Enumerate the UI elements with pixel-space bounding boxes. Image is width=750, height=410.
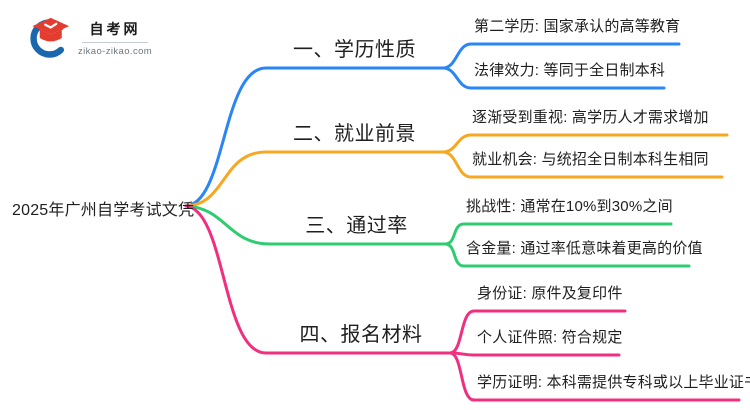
branch-3-child-2-curve [443, 242, 691, 268]
leaf-node-3-1: 挑战性: 通常在10%到30%之间 [466, 198, 673, 215]
site-logo: 自考网 zikao-zikao.com [26, 16, 152, 60]
logo-divider [82, 42, 149, 43]
leaf-node-4-3: 学历证明: 本科需提供专科或以上毕业证书 [477, 374, 750, 391]
root-node: 2025年广州自学考试文凭 [12, 202, 195, 219]
leaf-node-1-1: 第二学历: 国家承认的高等教育 [474, 18, 681, 35]
branch-node-3: 三、通过率 [305, 215, 408, 237]
logo-domain: zikao-zikao.com [78, 46, 153, 57]
leaf-node-2-2: 就业机会: 与统招全日制本科生相同 [472, 151, 709, 168]
leaf-node-4-2: 个人证件照: 符合规定 [477, 329, 623, 346]
branch-2-child-2-curve [441, 150, 724, 179]
branch-node-4: 四、报名材料 [299, 324, 423, 346]
branch-2-curve [184, 150, 445, 208]
leaf-node-2-1: 逐渐受到重视: 高学历人才需求增加 [472, 109, 709, 126]
branch-3-curve [184, 204, 447, 246]
branch-1-child-2-curve [441, 66, 666, 90]
logo-title: 自考网 [89, 21, 141, 37]
branch-4-child-1-curve [448, 309, 627, 355]
leaf-node-1-2: 法律效力: 等同于全日制本科 [474, 62, 666, 79]
branch-4-curve [184, 204, 452, 355]
branch-1-curve [184, 66, 445, 208]
branch-node-1: 一、学历性质 [293, 39, 416, 61]
leaf-node-3-2: 含金量: 通过率低意味着更高的价值 [466, 240, 703, 257]
branch-4-child-2-curve [448, 351, 621, 357]
branch-node-2: 二、就业前景 [293, 123, 416, 145]
graduation-cap-icon [30, 17, 70, 58]
branch-4-child-3-curve [448, 351, 741, 402]
leaf-node-4-1: 身份证: 原件及复印件 [477, 285, 623, 302]
logo-text-block: 自考网 zikao-zikao.com [78, 19, 152, 57]
